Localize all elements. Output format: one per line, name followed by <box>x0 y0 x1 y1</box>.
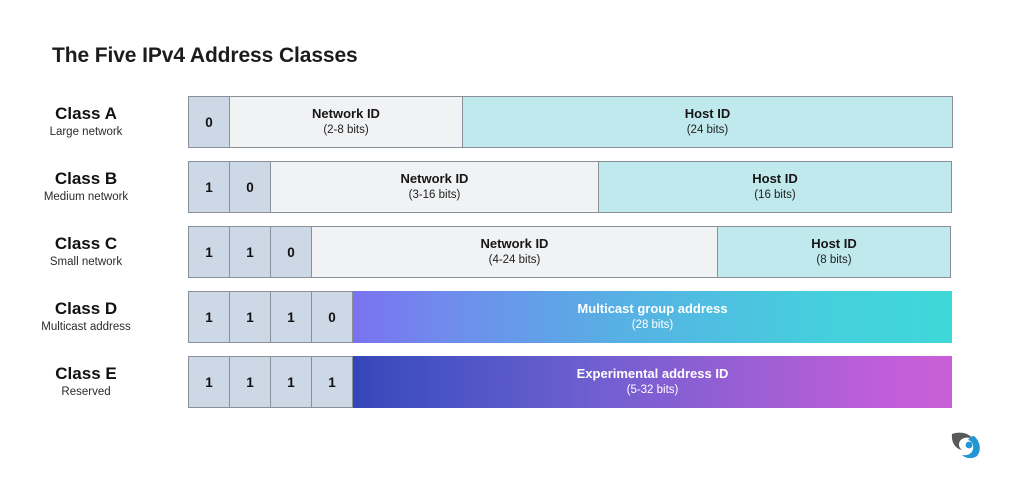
leading-bit-cell: 1 <box>311 356 353 408</box>
leading-bit-cell: 1 <box>188 291 230 343</box>
leading-bit-cell: 0 <box>229 161 271 213</box>
class-description: Small network <box>49 255 123 268</box>
field-label: Network ID <box>480 235 549 251</box>
field-label: Multicast group address <box>577 300 728 316</box>
field-bit-count: (3-16 bits) <box>408 188 461 201</box>
class-name: Class B <box>54 169 118 189</box>
field-label: Network ID <box>400 170 469 186</box>
class-name: Class C <box>54 234 118 254</box>
field-bit-count: (8 bits) <box>816 253 852 266</box>
class-description: Large network <box>49 125 123 138</box>
field-experimental: Experimental address ID (5-32 bits) <box>353 356 952 408</box>
class-description: Medium network <box>43 190 129 203</box>
field-network: Network ID (4-24 bits) <box>311 226 718 278</box>
field-label: Host ID <box>811 235 857 251</box>
leading-bit-cell: 1 <box>229 356 271 408</box>
field-bit-count: (24 bits) <box>686 123 729 136</box>
leading-bit-cell: 1 <box>270 291 312 343</box>
field-network: Network ID (2-8 bits) <box>229 96 463 148</box>
leading-bit-cell: 1 <box>229 226 271 278</box>
field-label: Host ID <box>752 170 798 186</box>
leading-bit-cell: 1 <box>188 226 230 278</box>
class-description: Reserved <box>61 385 111 398</box>
field-bit-count: (5-32 bits) <box>626 383 679 396</box>
page-title: The Five IPv4 Address Classes <box>52 44 358 67</box>
field-bit-count: (28 bits) <box>631 318 674 331</box>
leading-bit-cell: 0 <box>311 291 353 343</box>
field-bit-count: (16 bits) <box>754 188 796 201</box>
class-name: Class D <box>54 299 118 319</box>
field-network: Network ID (3-16 bits) <box>270 161 599 213</box>
field-bit-count: (2-8 bits) <box>323 123 369 136</box>
field-label: Network ID <box>312 105 380 121</box>
field-host: Host ID (16 bits) <box>598 161 952 213</box>
leading-bit-cell: 0 <box>188 96 230 148</box>
leading-bit-cell: 0 <box>270 226 312 278</box>
class-description: Multicast address <box>41 320 131 333</box>
leading-bit-cell: 1 <box>270 356 312 408</box>
field-bit-count: (4-24 bits) <box>488 253 541 266</box>
address-bar: 0 Network ID (2-8 bits) Host ID (24 bits) <box>188 96 955 148</box>
field-host: Host ID (8 bits) <box>717 226 951 278</box>
brand-logo-icon <box>951 432 980 459</box>
field-host: Host ID (24 bits) <box>462 96 953 148</box>
class-name: Class E <box>55 364 117 384</box>
class-name: Class A <box>55 104 117 124</box>
leading-bit-cell: 1 <box>188 161 230 213</box>
leading-bit-cell: 1 <box>229 291 271 343</box>
leading-bit-cell: 1 <box>188 356 230 408</box>
field-label: Experimental address ID <box>576 365 729 381</box>
field-label: Host ID <box>684 105 731 121</box>
field-multicast: Multicast group address (28 bits) <box>353 291 952 343</box>
